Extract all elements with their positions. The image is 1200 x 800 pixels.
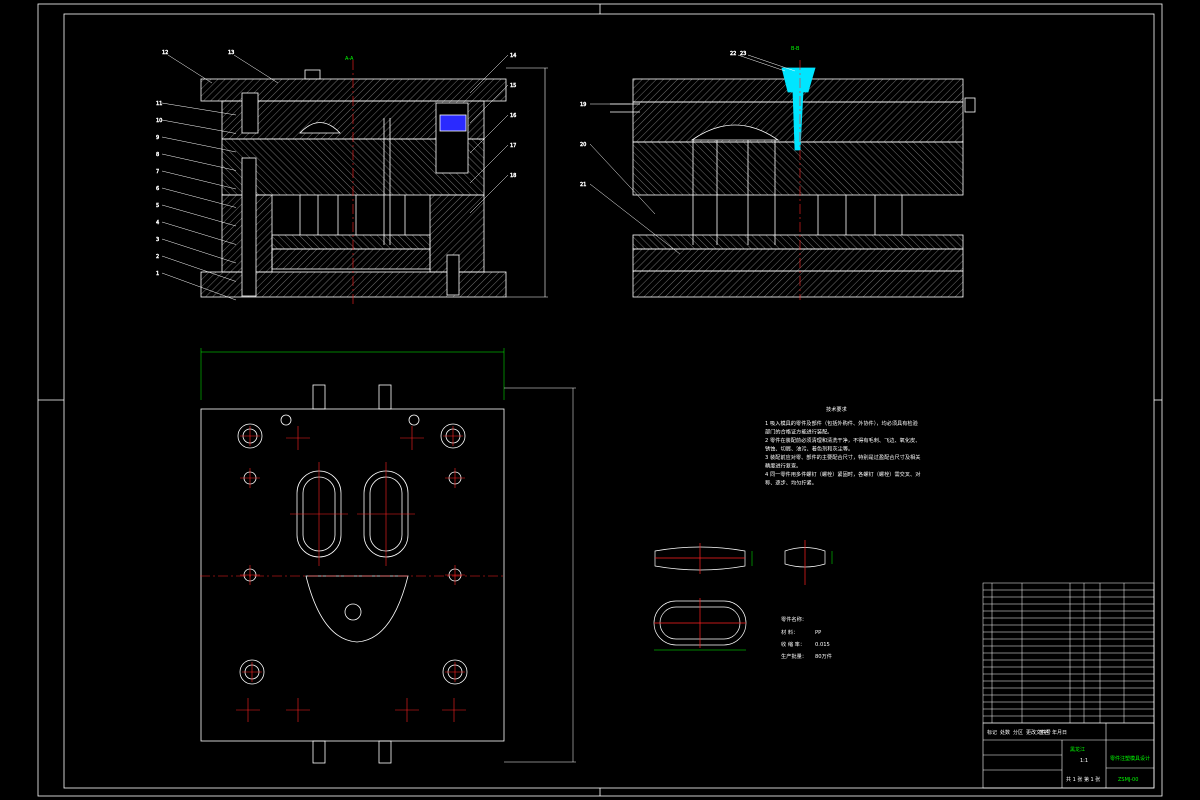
plan-view	[200, 384, 505, 764]
title-block-label: 标记	[987, 729, 997, 736]
tech-requirement-line: 精度进行复查。	[765, 462, 801, 470]
tech-requirements-list: 1 吸入模具的零件及部件（包括外购件、外协件），均必须具有检验 部门的合格证方能…	[765, 419, 920, 487]
title-block	[982, 722, 1155, 789]
tech-requirement-line: 3 装配前应对零、部件的主要配合尺寸，特别是过盈配合尺寸及相关	[765, 453, 920, 461]
part-info-title: 零件名称：	[781, 615, 807, 623]
leader-label: 4	[156, 220, 159, 226]
leader-label: 10	[156, 118, 162, 124]
batch-value: 80万件	[815, 652, 832, 660]
shrink-value: 0.015	[815, 642, 830, 648]
leader-label: 16	[510, 113, 516, 119]
title-block-label: 处数	[1000, 729, 1010, 736]
title-block-label: 签名	[1039, 729, 1049, 736]
leader-label: 19	[580, 102, 586, 108]
bom-table	[982, 582, 1155, 724]
drawing-number: ZSMJ-00	[1118, 777, 1138, 783]
title-block-label: 年月日	[1052, 729, 1067, 736]
material-label: 材 料：	[781, 628, 798, 636]
leader-label: 21	[580, 182, 586, 188]
leader-label: 12	[162, 50, 168, 56]
tech-requirement-line: 4 同一零件用多件螺钉（螺栓）紧固时，各螺钉（螺栓）需交叉、对	[765, 470, 920, 478]
tech-requirement-line: 部门的合格证方能进行装配。	[765, 428, 832, 436]
tech-requirement-line: 称、逐步、均匀拧紧。	[765, 479, 817, 487]
leader-label: 22	[730, 51, 736, 57]
batch-label: 生产批量：	[781, 652, 807, 660]
leader-label: 15	[510, 83, 516, 89]
part-views	[653, 540, 826, 648]
part-dimensions	[654, 551, 833, 651]
title-block-label: 分区	[1013, 729, 1023, 736]
section-b-leaders: 19 20 21 22 23	[580, 51, 796, 255]
sheet-count: 共 1 张 第 1 张	[1066, 776, 1100, 783]
plan-center-lines	[200, 426, 505, 722]
leader-label: 14	[510, 53, 516, 59]
title-block-label: 更改文件号	[1026, 729, 1051, 736]
tech-requirement-line: 1 吸入模具的零件及部件（包括外购件、外协件），均必须具有检验	[765, 419, 919, 427]
leader-label: 5	[156, 203, 159, 209]
leader-label: 11	[156, 101, 162, 107]
leader-label: 17	[510, 143, 516, 149]
leader-label: 20	[580, 142, 586, 148]
tech-requirement-line: 2 零件在装配前必须清理和清洗干净，不得有毛刺、飞边、氧化皮、	[765, 436, 920, 444]
scale-value: 1:1	[1080, 758, 1088, 764]
leader-label: 7	[156, 169, 159, 175]
leader-label: 13	[228, 50, 234, 56]
plan-dimensions-side	[504, 387, 576, 763]
drawing-name: 零件注塑模具设计	[1110, 755, 1150, 762]
leader-label: 18	[510, 173, 516, 179]
section-b-view	[610, 60, 976, 300]
leader-label: 2	[156, 254, 159, 260]
section-a-label: A-A	[345, 56, 354, 62]
tech-requirement-line: 锈蚀、切屑、油污、着色剂和灰尘等。	[765, 445, 853, 453]
material-value: PP	[815, 630, 821, 636]
outer-frame	[37, 3, 1163, 797]
school-name: 黑龙江	[1070, 746, 1085, 753]
leader-label: 6	[156, 186, 159, 192]
leader-label: 1	[156, 271, 159, 277]
section-b-label: B-B	[791, 46, 800, 52]
tech-requirements-title: 技术要求	[826, 405, 848, 413]
section-a-dimension	[506, 67, 548, 298]
shrink-label: 收 缩 率：	[781, 640, 805, 648]
title-block-labels: 标记处数分区更改文件号签名年月日	[987, 729, 1067, 736]
leader-label: 8	[156, 152, 159, 158]
leader-label: 23	[740, 51, 746, 57]
leader-label: 9	[156, 135, 159, 141]
section-a-view	[200, 60, 507, 305]
plan-dimensions	[200, 348, 505, 400]
part-info: 零件名称： 材 料： PP 收 缩 率： 0.015 生产批量： 80万件	[781, 615, 832, 660]
section-a-leaders: 11 10 9 8 7 6 5 4 3 2 1 12 13 14 15 16 17 18	[156, 50, 517, 301]
leader-label: 3	[156, 237, 159, 243]
